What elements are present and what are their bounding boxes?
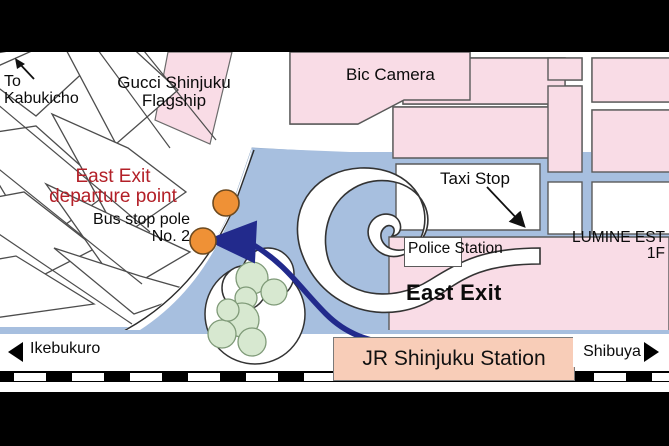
label-east-exit: East Exit: [406, 280, 502, 305]
taxi-stop-pointer: [486, 186, 526, 228]
label-departure-line2: departure point: [49, 186, 177, 208]
kabukicho-arrow-icon: [15, 58, 35, 80]
letterbox-bar-top: [0, 0, 669, 52]
triangle-right-icon: [643, 342, 659, 362]
route-arrow-head: [205, 220, 258, 264]
label-bic-camera: Bic Camera: [346, 65, 435, 84]
label-gucci-flagship: Gucci Shinjuku Flagship: [104, 73, 244, 111]
triangle-left-icon: [8, 342, 23, 362]
police-station-box: [404, 237, 462, 267]
label-to-kabukicho: To Kabukicho: [4, 73, 79, 108]
tree-cluster-lower: [207, 298, 267, 357]
shibuya-direction-box: Shibuya: [573, 337, 669, 367]
label-police-station: Police Station: [408, 240, 503, 257]
bus-stop-marker-upper: [212, 189, 240, 217]
label-bus-stop-number: No. 2: [151, 227, 190, 245]
station-name-label: JR Shinjuku Station: [362, 347, 546, 370]
road-lines: [0, 52, 217, 325]
label-to-kabukicho-line2: Kabukicho: [4, 89, 79, 107]
map-vector-layer: [0, 52, 669, 392]
label-east-exit-departure: East Exit departure point: [38, 166, 188, 208]
label-bus-stop-pole: Bus stop pole No. 2: [66, 211, 190, 246]
label-gucci-line1: Gucci Shinjuku: [117, 73, 231, 92]
station-name-box: JR Shinjuku Station: [333, 337, 575, 381]
map-canvas: To Kabukicho Gucci Shinjuku Flagship Bic…: [0, 52, 669, 392]
label-lumine-est-name: LUMINE EST: [571, 229, 665, 246]
label-lumine-est: LUMINE EST 1F: [553, 229, 665, 263]
bus-stop-marker-lower: [189, 227, 217, 255]
street-blocks-left: [0, 52, 199, 318]
label-bus-stop-pole-text: Bus stop pole: [93, 211, 190, 228]
label-to-kabukicho-line1: To: [4, 73, 21, 90]
label-lumine-est-floor: 1F: [646, 245, 665, 263]
label-departure-line1: East Exit: [75, 166, 151, 187]
spiral-ramp: [296, 167, 541, 314]
label-gucci-line2: Flagship: [141, 91, 207, 111]
letterbox-bar-bottom: [0, 392, 669, 446]
label-ikebukuro: Ikebukuro: [30, 340, 101, 357]
label-shibuya: Shibuya: [583, 343, 641, 360]
label-taxi-stop: Taxi Stop: [440, 169, 510, 188]
